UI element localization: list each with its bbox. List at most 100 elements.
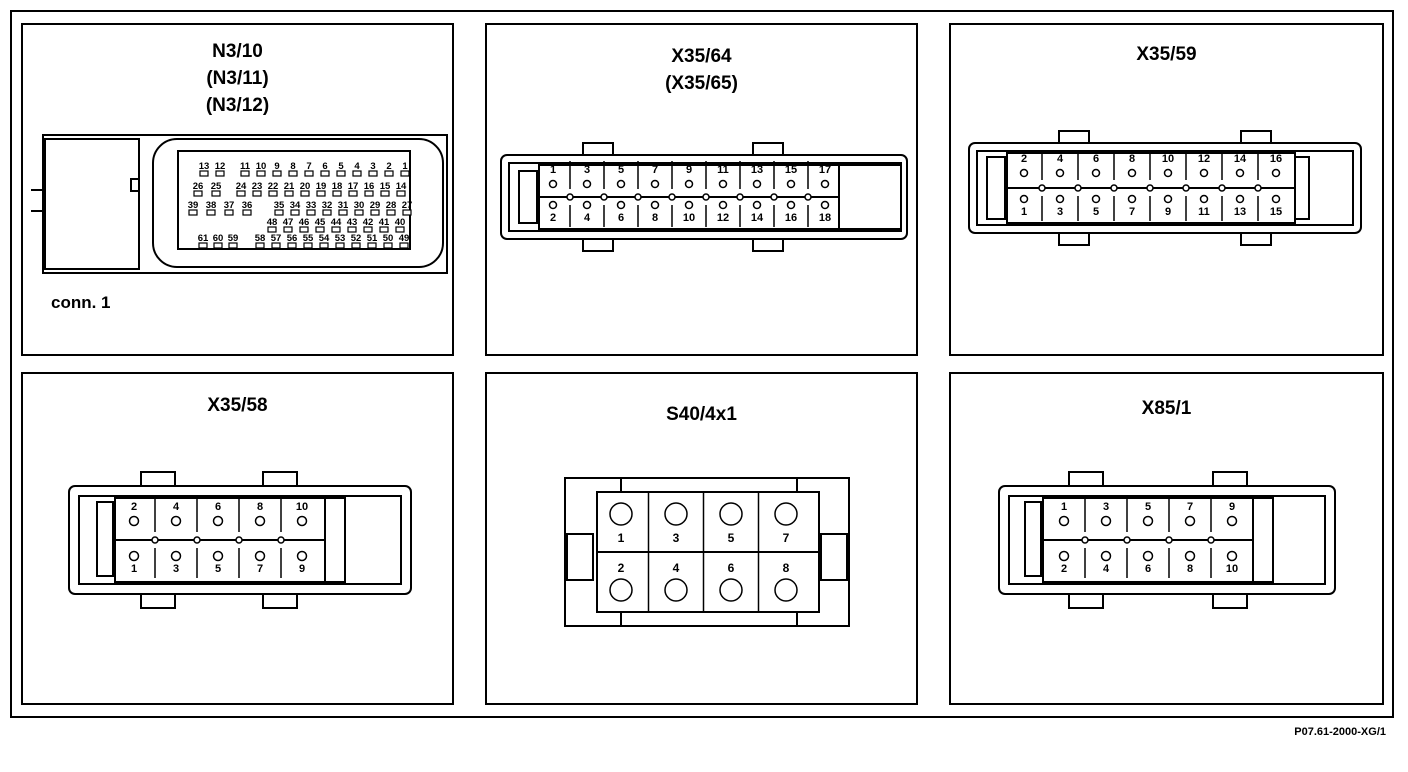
pin-hole — [752, 179, 762, 189]
pin-contact — [267, 226, 277, 233]
pin-label: 51 — [367, 233, 378, 244]
pin-hole — [1235, 194, 1245, 204]
pin-contact — [320, 170, 330, 177]
pin-hole — [254, 550, 266, 562]
pin-label: 2 — [618, 561, 625, 575]
pin-hole — [1184, 550, 1196, 562]
pin-label: 12 — [717, 212, 729, 224]
pin-contact — [354, 209, 364, 216]
pin-hole — [616, 200, 626, 210]
pin-hole — [770, 193, 778, 201]
pin-contact — [206, 209, 216, 216]
pin-hole — [1226, 515, 1238, 527]
pin-contact — [363, 226, 373, 233]
pin-contact — [384, 170, 394, 177]
pin-label: 3 — [370, 161, 375, 172]
pin-label: 32 — [322, 200, 333, 211]
pin-label: 3 — [1103, 501, 1109, 513]
pin-hole — [277, 536, 285, 544]
panel-title-line: X85/1 — [1141, 398, 1192, 419]
figure-code: P07.61-2000-XG/1 — [1294, 726, 1386, 738]
pin-hole — [1038, 184, 1046, 192]
pin-hole — [1058, 515, 1070, 527]
pin-contact — [290, 209, 300, 216]
pin-label: 6 — [728, 561, 735, 575]
n3-connector — [31, 134, 448, 274]
pin-contact — [396, 190, 406, 197]
pin-hole — [1218, 184, 1226, 192]
pin-label: 33 — [306, 200, 317, 211]
pin-contact — [252, 190, 262, 197]
pin-label: 56 — [287, 233, 298, 244]
pin-hole — [650, 200, 660, 210]
pin-hole — [235, 536, 243, 544]
panel-title-line: S40/4x1 — [666, 404, 737, 425]
pin-hole — [1146, 184, 1154, 192]
pin-label: 35 — [274, 200, 285, 211]
pin-label: 2 — [1021, 153, 1027, 165]
panel-title-line: X35/64 — [671, 46, 732, 67]
pin-contact — [272, 170, 282, 177]
pin-hole — [718, 179, 728, 189]
pin-label: 15 — [380, 181, 391, 192]
pin-hole — [1055, 168, 1065, 178]
pin-label: 6 — [1093, 153, 1099, 165]
pin-label: 55 — [303, 233, 314, 244]
pin-label: 47 — [283, 217, 294, 228]
pin-hole — [668, 193, 676, 201]
pin-label: 18 — [332, 181, 343, 192]
pin-label: 49 — [399, 233, 410, 244]
pin-hole — [1184, 515, 1196, 527]
pin-label: 18 — [819, 212, 831, 224]
pin-contact — [300, 190, 310, 197]
pin-label: 26 — [193, 181, 204, 192]
pin-contact — [402, 209, 412, 216]
pin-contact — [274, 209, 284, 216]
pin-label: 10 — [1226, 563, 1238, 575]
pin-hole — [566, 193, 574, 201]
pin-label: 54 — [319, 233, 330, 244]
pin-contact — [240, 170, 250, 177]
pin-hole — [719, 502, 743, 526]
pin-label: 1 — [1061, 501, 1067, 513]
pin-label: 12 — [215, 161, 226, 172]
pin-label: 22 — [268, 181, 279, 192]
pin-label: 39 — [188, 200, 199, 211]
pin-label: 4 — [173, 501, 180, 513]
pin-hole — [820, 179, 830, 189]
pin-label: 15 — [785, 164, 797, 176]
pin-label: 10 — [256, 161, 267, 172]
pin-contact — [242, 209, 252, 216]
pin-contact — [303, 242, 313, 249]
pin-label: 7 — [257, 563, 263, 575]
pin-contact — [306, 209, 316, 216]
pin-hole — [609, 502, 633, 526]
pin-label: 4 — [354, 161, 360, 172]
pin-contact — [283, 226, 293, 233]
pin-label: 16 — [1270, 153, 1282, 165]
pin-label: 13 — [1234, 206, 1246, 218]
pin-contact — [213, 242, 223, 249]
pin-label: 53 — [335, 233, 346, 244]
pin-hole — [1199, 194, 1209, 204]
pin-label: 60 — [213, 233, 224, 244]
pin-label: 61 — [198, 233, 209, 244]
pin-hole — [1142, 515, 1154, 527]
pin-label: 48 — [267, 217, 278, 228]
pin-hole — [1235, 168, 1245, 178]
pin-label: 45 — [315, 217, 326, 228]
pin-contact — [322, 209, 332, 216]
pin-label: 6 — [1145, 563, 1151, 575]
pin-contact — [315, 226, 325, 233]
pin-contact — [368, 170, 378, 177]
pin-contact — [268, 190, 278, 197]
pin-hole — [634, 193, 642, 201]
pin-hole — [684, 179, 694, 189]
panel-title-line: (N3/12) — [205, 95, 270, 116]
pin-label: 10 — [296, 501, 308, 513]
pin-contact — [386, 209, 396, 216]
pin-contact — [211, 190, 221, 197]
